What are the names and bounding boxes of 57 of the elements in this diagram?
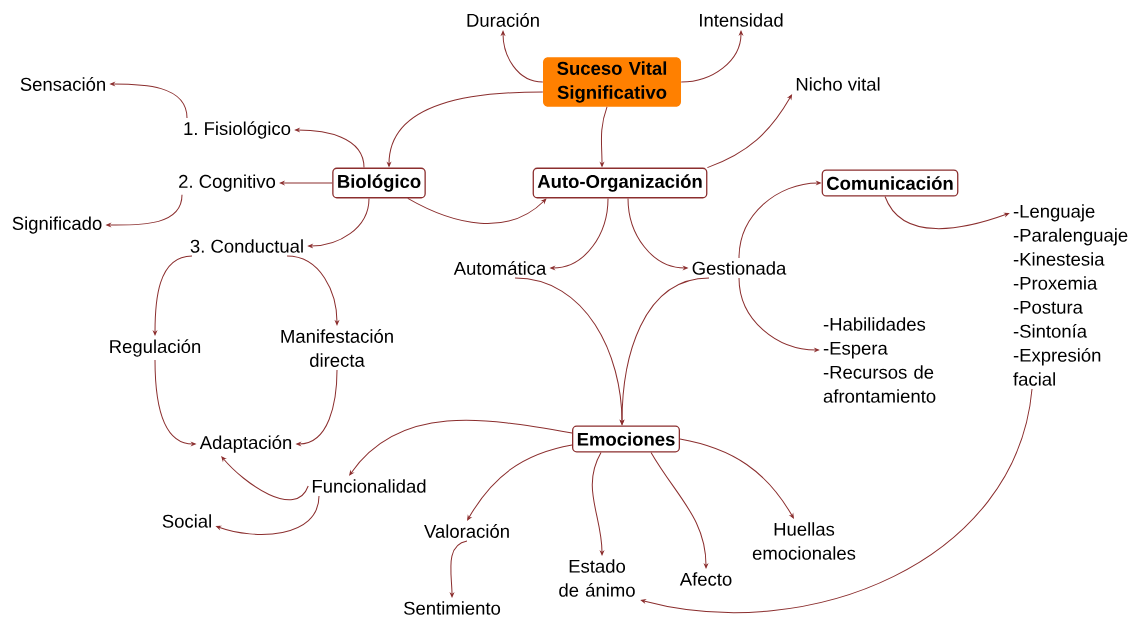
concept-text: Social: [162, 514, 211, 528]
concept-text: Sensación: [20, 77, 105, 91]
concept-text: 2. Cognitivo: [179, 174, 276, 192]
concept-text: -Lenguaje -Paralenguaje -Kinestesia -Proxemia -Postura -Sintonía -Expresión facial: [1013, 204, 1128, 386]
concept-text: 3. Conductual: [190, 239, 303, 253]
concept-box: Comunicación: [821, 169, 959, 197]
concept-box: Auto-Organización: [532, 167, 708, 199]
arrow: [884, 196, 1010, 230]
arrow: [640, 388, 1033, 614]
concept-text: Sentimiento: [404, 601, 501, 615]
concept-text: Valoración: [424, 524, 509, 538]
concept-text: Manifestación directa: [281, 329, 393, 367]
arrow: [286, 255, 339, 326]
arrow: [221, 456, 309, 501]
arrow: [216, 495, 320, 535]
arrow: [349, 419, 573, 476]
concept-text: 1. Fisiológico: [184, 121, 291, 139]
concept-text: Huellas emocionales: [752, 522, 856, 560]
arrow: [110, 82, 188, 119]
arrow: [153, 255, 193, 336]
arrow: [679, 438, 794, 519]
arrow: [600, 106, 608, 167]
concept-text: Regulación: [110, 339, 201, 357]
arrow: [407, 197, 547, 224]
arrow: [620, 277, 710, 425]
arrow: [308, 197, 370, 248]
concept-text: Adaptación: [199, 435, 292, 453]
arrow: [550, 197, 609, 270]
arrow: [650, 451, 708, 569]
concept-text: Gestionada: [692, 261, 787, 275]
arrow: [501, 30, 544, 83]
arrow: [706, 94, 792, 169]
arrow: [467, 444, 573, 521]
concept-box: Emociones: [572, 425, 680, 453]
concept-text: Duración: [467, 13, 539, 27]
arrow: [591, 451, 604, 556]
concept-text: -Habilidades -Espera -Recursos de afrontamiento: [823, 317, 936, 403]
arrow: [295, 128, 365, 169]
concept-text: Nicho vital: [796, 77, 880, 91]
arrow: [106, 194, 183, 227]
concept-text: Afecto: [679, 572, 732, 586]
arrow: [154, 359, 196, 446]
central-box: Suceso Vital Significativo: [543, 57, 681, 107]
concept-text: Significado: [12, 216, 102, 234]
concept-text: Automática: [453, 261, 547, 275]
concept-text: Intensidad: [700, 13, 783, 27]
concept-box: Biológico: [332, 167, 426, 199]
arrow: [680, 30, 743, 83]
arrow: [738, 181, 821, 259]
arrow: [387, 91, 544, 167]
arrow: [296, 369, 338, 446]
arrow: [279, 181, 333, 185]
concept-text: Funcionalidad: [312, 479, 426, 493]
arrow: [627, 197, 688, 270]
arrow: [738, 277, 819, 352]
concept-text: Estado de ánimo: [559, 559, 635, 597]
arrow: [450, 540, 468, 598]
